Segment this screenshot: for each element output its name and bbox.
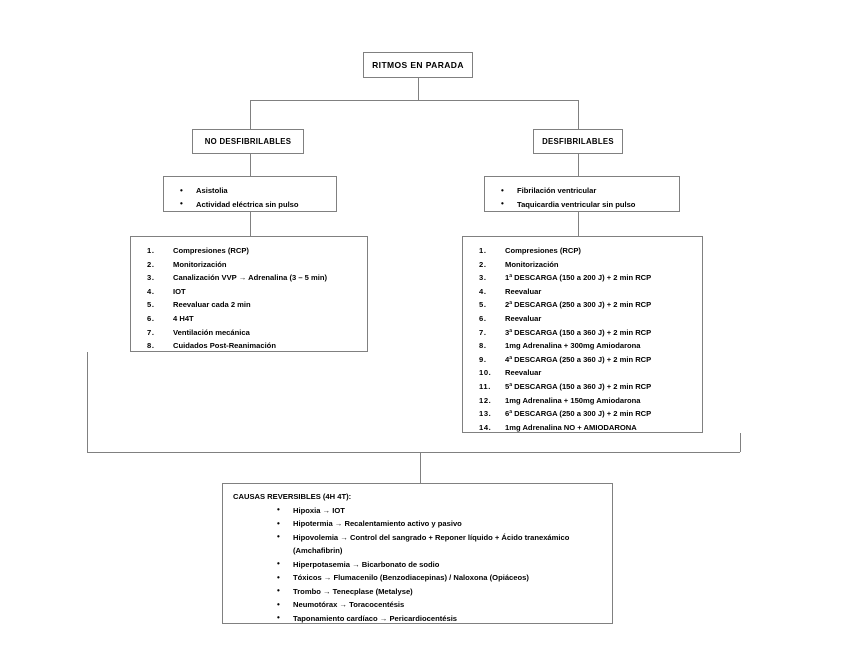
list-item: Cuidados Post-Reanimación (147, 339, 276, 352)
list-item: 2ª DESCARGA (250 a 300 J) + 2 min RCP (479, 298, 652, 311)
causas-reversibles-list: Hipoxia → IOT Hipotermia → Recalentamien… (275, 503, 602, 626)
list-item: Actividad eléctrica sin pulso (178, 197, 326, 212)
list-item: Asistolia (178, 184, 326, 198)
connector-left-rhythms-down (250, 212, 251, 236)
list-item: 5ª DESCARGA (150 a 360 J) + 2 min RCP (479, 380, 652, 393)
connector-split-left-down (250, 100, 251, 129)
list-item: 1mg Adrenalina + 150mg Amiodarona (479, 394, 641, 407)
list-item: Canalización VVP → Adrenalina (3 – 5 min… (147, 271, 328, 284)
list-item: Reevaluar (479, 312, 542, 325)
list-item: Trombo → Tenecplase (Metalyse) (275, 584, 602, 599)
list-item: Monitorización (479, 258, 559, 271)
list-item: Monitorización (147, 258, 227, 271)
node-no-desfibrilables-label: NO DESFIBRILABLES (204, 137, 292, 146)
list-item: Hipovolemia → Control del sangrado + Rep… (275, 530, 602, 545)
rhythms-left-list: Asistolia Actividad eléctrica sin pulso (178, 184, 326, 211)
list-item-continuation: (Amchafibrin) (293, 546, 343, 555)
connector-right-branch-down (578, 154, 579, 176)
list-item: Reevaluar cada 2 min (147, 298, 251, 311)
rhythms-right-list: Fibrilación ventricular Taquicardia vent… (499, 184, 669, 211)
node-ritmos-en-parada-label: RITMOS EN PARADA (372, 60, 464, 70)
node-protocol-desfibrilables: Compresiones (RCP) Monitorización 1ª DES… (462, 236, 703, 434)
list-item: Ventilación mecánica (147, 326, 250, 339)
list-item: 1mg Adrenalina + 300mg Amiodarona (479, 339, 641, 352)
node-rhythms-no-desfibrilables: Asistolia Actividad eléctrica sin pulso (163, 176, 337, 212)
list-item: Hipotermia → Recalentamiento activo y pa… (275, 517, 602, 531)
protocol-right-list: Compresiones (RCP) Monitorización 1ª DES… (479, 244, 692, 434)
causas-reversibles-heading: CAUSAS REVERSIBLES (4H 4T): (233, 492, 352, 501)
list-item: Hiperpotasemia → Bicarbonato de sodio (275, 557, 602, 572)
connector-split-right-down (578, 100, 579, 129)
node-causas-reversibles: CAUSAS REVERSIBLES (4H 4T): Hipoxia → IO… (222, 483, 613, 624)
node-ritmos-en-parada: RITMOS EN PARADA (363, 52, 473, 78)
connector-merge-left-vertical (87, 352, 88, 452)
node-protocol-no-desfibrilables: Compresiones (RCP) Monitorización Canali… (130, 236, 368, 352)
connector-left-branch-down (250, 154, 251, 176)
connector-split-horizontal (250, 100, 578, 101)
list-item: 6ª DESCARGA (250 a 300 J) + 2 min RCP (479, 407, 652, 420)
list-item: Compresiones (RCP) (479, 244, 581, 257)
protocol-left-list: Compresiones (RCP) Monitorización Canali… (147, 244, 357, 353)
node-rhythms-desfibrilables: Fibrilación ventricular Taquicardia vent… (484, 176, 680, 212)
list-item: 4 H4T (147, 312, 194, 325)
list-item: Tóxicos → Flumacenilo (Benzodiacepinas) … (275, 571, 602, 585)
connector-merge-down-to-causes (420, 452, 421, 483)
list-item: Reevaluar (479, 366, 542, 379)
list-item: Taquicardia ventricular sin pulso (499, 197, 669, 212)
connector-merge-right-vertical (740, 433, 741, 452)
connector-root-down (418, 78, 419, 100)
list-item: 4ª DESCARGA (250 a 360 J) + 2 min RCP (479, 353, 652, 366)
list-item: Compresiones (RCP) (147, 244, 249, 257)
node-desfibrilables: DESFIBRILABLES (533, 129, 623, 154)
node-desfibrilables-label: DESFIBRILABLES (542, 137, 614, 146)
list-item: IOT (147, 285, 186, 298)
list-item: Hipoxia → IOT (275, 503, 602, 518)
list-item: 3ª DESCARGA (150 a 360 J) + 2 min RCP (479, 326, 652, 339)
node-no-desfibrilables: NO DESFIBRILABLES (192, 129, 304, 154)
list-item: Fibrilación ventricular (499, 184, 669, 198)
list-item: Neumotórax → Toracocentésis (275, 598, 602, 612)
connector-merge-horizontal (87, 452, 740, 453)
connector-right-rhythms-down (578, 212, 579, 236)
list-item: 1mg Adrenalina NO + AMIODARONA (479, 421, 637, 434)
list-item: Taponamiento cardíaco → Pericardiocentés… (275, 611, 602, 626)
list-item: Reevaluar (479, 285, 542, 298)
list-item: 1ª DESCARGA (150 a 200 J) + 2 min RCP (479, 271, 652, 284)
